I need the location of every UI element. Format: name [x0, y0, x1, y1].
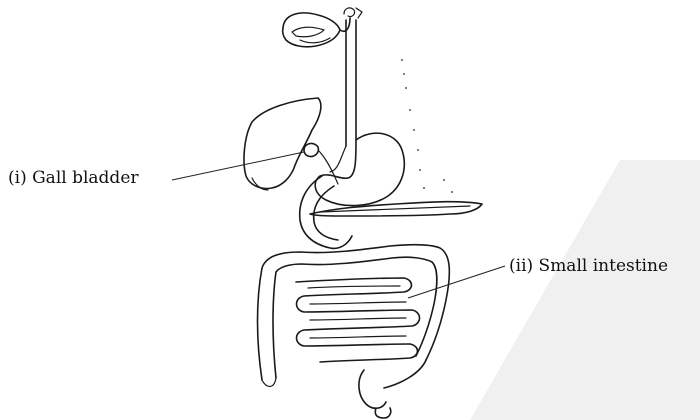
- small-intestine-leader: [408, 266, 505, 298]
- gall-bladder: [304, 143, 338, 184]
- mouth: [283, 13, 340, 47]
- rectum: [359, 360, 426, 418]
- small-intestine-label: (ii) Small intestine: [509, 256, 668, 276]
- small-intestine: [296, 278, 420, 362]
- gall-bladder-leader: [172, 152, 304, 180]
- background-dots: [401, 59, 453, 193]
- stomach: [315, 133, 404, 205]
- oesophagus: [346, 20, 356, 146]
- throat-top: [340, 8, 362, 31]
- large-intestine: [258, 245, 450, 387]
- gall-bladder-label: (i) Gall bladder: [8, 168, 139, 188]
